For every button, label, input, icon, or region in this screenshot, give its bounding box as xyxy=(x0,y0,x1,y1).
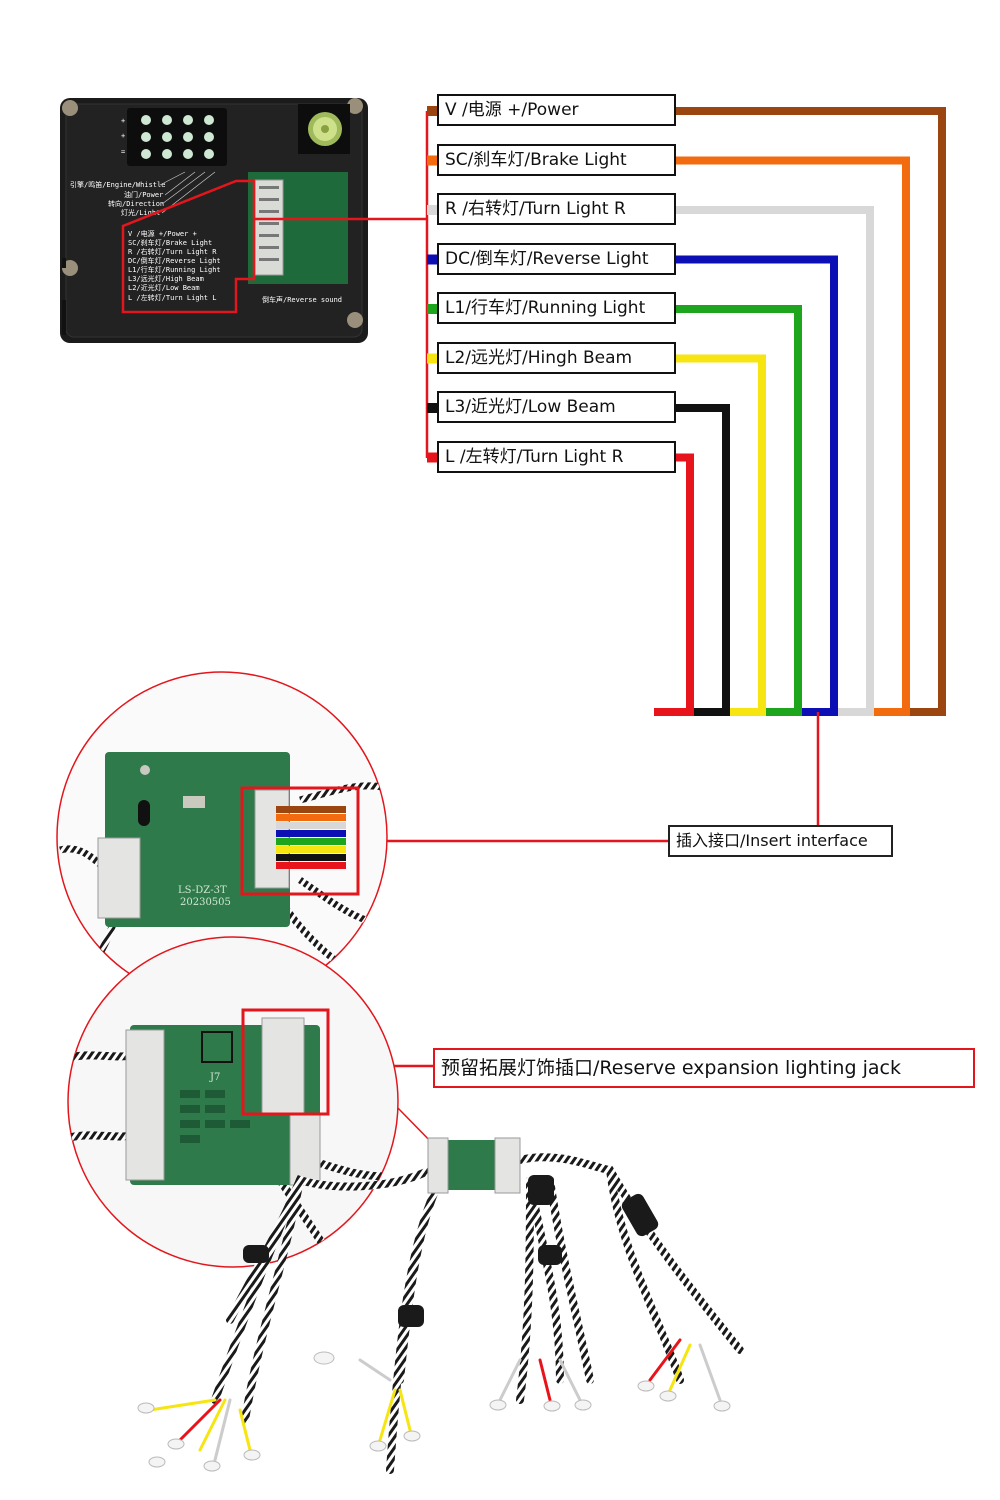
wire-harness xyxy=(137,1137,744,1474)
wire-label-4: DC/倒车灯/Reverse Light xyxy=(437,242,676,275)
connector-color-bars xyxy=(276,806,346,869)
device-connector-label-2: SC/刹车灯/Brake Light xyxy=(128,238,212,247)
insert-leader-line xyxy=(360,712,820,843)
wire-route-6 xyxy=(676,354,766,716)
pin-mark-2: + xyxy=(121,132,125,140)
wire-route-5 xyxy=(676,305,802,716)
reserve-magnifier: J7 xyxy=(67,936,399,1268)
led-heads xyxy=(137,1351,731,1472)
wire-label-6: L2/远光灯/Hingh Beam xyxy=(437,341,676,374)
board-date-text: 20230505 xyxy=(180,897,231,908)
color-bar-7 xyxy=(276,854,346,861)
wire-tab-3 xyxy=(427,205,437,215)
board-model-text: LS-DZ-3T xyxy=(178,885,227,896)
color-bar-4 xyxy=(276,830,346,837)
wire-tab-2 xyxy=(427,155,437,166)
wire-tab-4 xyxy=(427,254,437,265)
insert-highlight-box xyxy=(240,786,360,896)
vent-slots xyxy=(62,258,66,335)
led-bulbs xyxy=(148,1338,722,1462)
wire-route-2 xyxy=(676,156,910,716)
pin-mark-1: + xyxy=(121,117,125,125)
wire-label-1: V /电源 +/Power xyxy=(437,94,676,126)
wire-label-8: L /左转灯/Turn Light R xyxy=(437,440,676,473)
insert-magnifier: LS-DZ-3T 20230505 xyxy=(56,671,388,1003)
color-bar-1 xyxy=(276,806,346,813)
color-bar-8 xyxy=(276,862,346,869)
controller-device: + + = 引擎/鸣笛/Engine/Whistle 油门/Power 转向/D… xyxy=(60,98,368,343)
pin-header xyxy=(127,108,227,166)
wire-route-1 xyxy=(676,107,946,716)
color-bar-5 xyxy=(276,838,346,845)
wire-tab-7 xyxy=(427,403,437,413)
wire-route-4 xyxy=(676,255,838,716)
wire-tab-5 xyxy=(427,304,437,314)
color-bar-3 xyxy=(276,822,346,829)
device-label-light: 灯光/Light xyxy=(121,208,160,217)
insert-interface-label: 插入接口/Insert interface xyxy=(668,825,893,857)
wire-tab-8 xyxy=(427,452,437,463)
board-pin-mark: J7 xyxy=(209,1072,220,1083)
device-label-engine: 引擎/鸣笛/Engine/Whistle xyxy=(70,180,165,189)
left-pin-labels: 引擎/鸣笛/Engine/Whistle 油门/Power 转向/Directi… xyxy=(70,171,216,217)
device-connector-label-1: V /电源 +/Power + xyxy=(128,229,197,238)
wire-label-5: L1/行车灯/Running Light xyxy=(437,292,676,324)
color-bar-2 xyxy=(276,814,346,821)
reserve-highlight-box xyxy=(241,1008,330,1116)
device-connector-label-4: DC/倒车灯/Reverse Light xyxy=(128,256,221,265)
wire-ties xyxy=(243,1175,659,1327)
wire-label-7: L3/近光灯/Low Beam xyxy=(437,391,676,423)
wire-label-3: R /右转灯/Turn Light R xyxy=(437,193,676,225)
device-connector-label-5: L1/行车灯/Running Light xyxy=(128,265,221,274)
device-bottom-label: 倒车声/Reverse sound xyxy=(262,295,342,304)
small-pcb xyxy=(427,1137,521,1194)
connector-labels: V /电源 +/Power + SC/刹车灯/Brake Light R /右转… xyxy=(128,229,221,302)
wire-route-3 xyxy=(676,206,874,716)
wire-tab-6 xyxy=(427,353,437,364)
device-connector-label-8: L /左转灯/Turn Light L xyxy=(128,293,216,302)
device-connector-label-7: L2/近光灯/Low Beam xyxy=(128,283,200,292)
device-connector-label-6: L3/远光灯/High Beam xyxy=(128,274,204,283)
capacitor xyxy=(298,104,350,154)
pin-mark-3: = xyxy=(121,148,125,156)
wire-route-7 xyxy=(676,404,730,716)
device-label-throttle: 油门/Power xyxy=(124,190,163,199)
wire-tab-1 xyxy=(427,106,437,116)
reserve-jack-label: 预留拓展灯饰插口/Reserve expansion lighting jack xyxy=(433,1048,975,1088)
color-bar-6 xyxy=(276,846,346,853)
wire-routes xyxy=(427,106,946,716)
pin-grid xyxy=(141,115,214,159)
connector-highlight xyxy=(121,179,256,314)
pcb-board xyxy=(105,752,290,927)
device-connector-label-3: R /右转灯/Turn Light R xyxy=(128,247,217,256)
wire-label-2: SC/刹车灯/Brake Light xyxy=(437,143,676,176)
wire-route-8 xyxy=(654,453,694,716)
device-label-direction: 转向/Direction xyxy=(108,199,164,208)
